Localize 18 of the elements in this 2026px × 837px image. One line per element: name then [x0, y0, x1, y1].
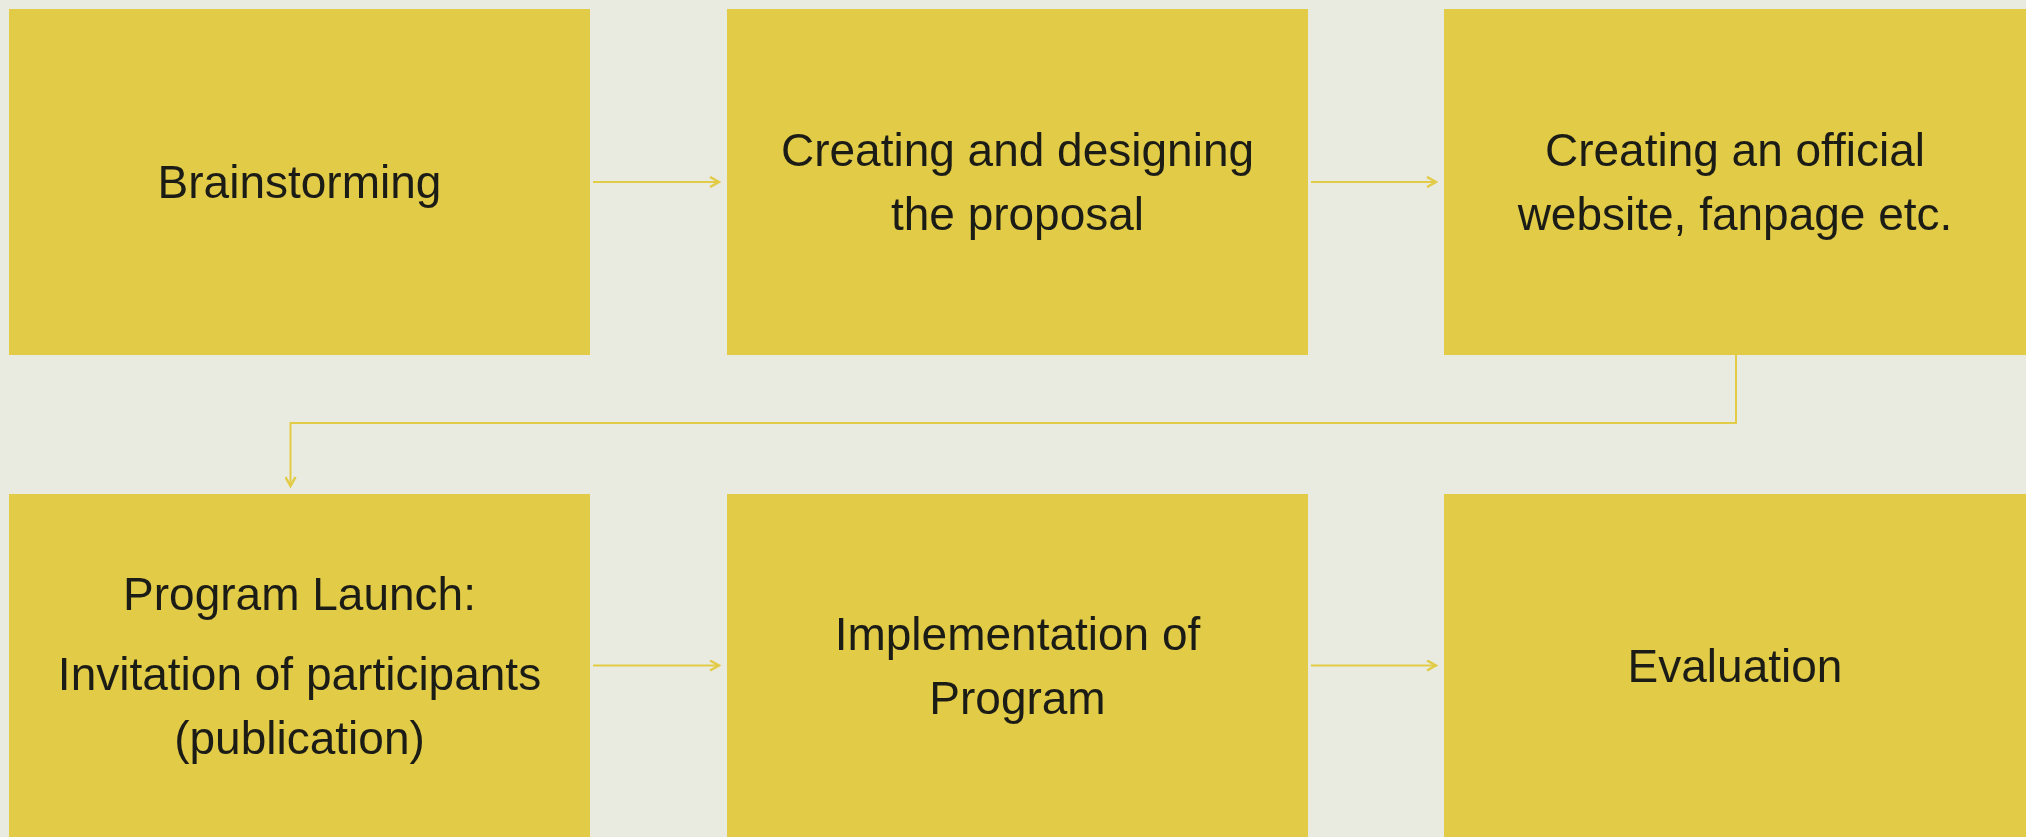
arrow [592, 175, 721, 189]
process-box [1444, 9, 2026, 355]
arrow [592, 659, 721, 672]
box-text: Invitation of participants (publication) [56, 646, 543, 766]
process-box [1444, 494, 2026, 837]
arrow [1310, 175, 1438, 189]
process-box [727, 494, 1308, 837]
box-heading: Program Launch: [123, 566, 476, 622]
arrow [284, 354, 1737, 488]
arrow [1310, 659, 1438, 672]
box-text: Brainstorming [157, 155, 442, 210]
box-text: Creating an official website, fanpage etc. [1516, 123, 1954, 242]
box-text: Implementation of Program [833, 606, 1202, 726]
box-text: Creating and designing the proposal [779, 123, 1256, 242]
box-text: Evaluation [1627, 638, 1843, 694]
process-box [9, 9, 590, 355]
process-box [9, 494, 590, 837]
process-box [727, 9, 1308, 355]
